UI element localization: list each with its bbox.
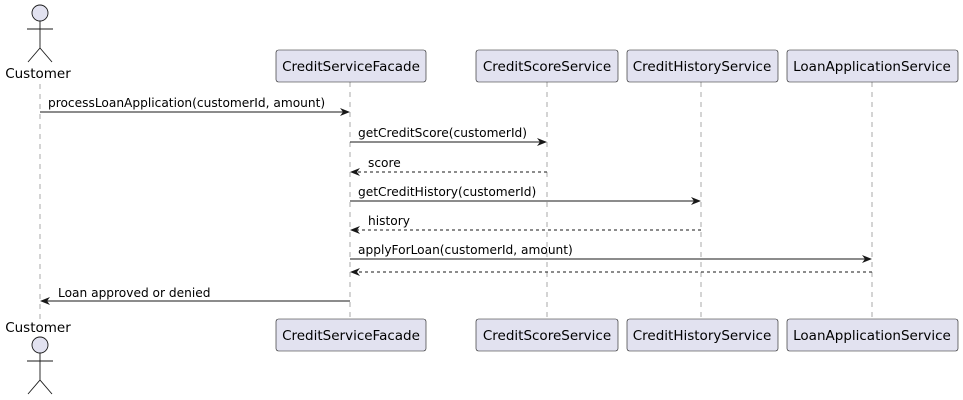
message-return-loan-result (350, 268, 872, 276)
participant-name: CreditHistoryService (633, 328, 772, 344)
actor-customer-top: Customer (5, 4, 71, 82)
message-label: processLoanApplication(customerId, amoun… (48, 96, 325, 110)
arrow-right-icon (537, 138, 547, 146)
message-process-loan-application: processLoanApplication(customerId, amoun… (40, 96, 350, 116)
actor-figure-icon (27, 336, 53, 395)
actor-customer-bottom: Customer (5, 320, 71, 395)
message-label: getCreditScore(customerId) (358, 126, 527, 140)
participant-credit-score-service-bottom: CreditScoreService (475, 318, 619, 352)
arrow-left-icon (40, 297, 50, 305)
participant-credit-service-facade-bottom: CreditServiceFacade (275, 318, 427, 352)
participant-credit-history-service-bottom: CreditHistoryService (626, 318, 779, 352)
message-loan-approved-or-denied: Loan approved or denied (40, 286, 350, 305)
participant-name: LoanApplicationService (793, 59, 951, 75)
participant-name: CreditServiceFacade (282, 59, 420, 75)
participant-name: CreditScoreService (483, 328, 611, 344)
participant-credit-score-service-top: CreditScoreService (475, 49, 619, 83)
arrow-right-icon (340, 108, 350, 116)
participant-credit-service-facade-top: CreditServiceFacade (275, 49, 427, 83)
actor-name: Customer (5, 66, 71, 82)
message-label: Loan approved or denied (58, 286, 210, 300)
participant-loan-application-service-top: LoanApplicationService (786, 49, 959, 83)
message-apply-for-loan: applyForLoan(customerId, amount) (350, 243, 872, 263)
message-label: applyForLoan(customerId, amount) (358, 243, 573, 257)
arrow-left-icon (350, 268, 360, 276)
message-label: history (368, 214, 410, 228)
message-label: score (368, 156, 401, 170)
arrow-right-icon (862, 255, 872, 263)
message-label: getCreditHistory(customerId) (358, 185, 536, 199)
arrow-right-icon (691, 197, 701, 205)
participant-credit-history-service-top: CreditHistoryService (626, 49, 779, 83)
message-get-credit-history: getCreditHistory(customerId) (350, 185, 701, 205)
participant-name: CreditScoreService (483, 59, 611, 75)
message-return-score: score (350, 156, 547, 176)
participant-name: CreditServiceFacade (282, 328, 420, 344)
message-get-credit-score: getCreditScore(customerId) (350, 126, 547, 146)
arrow-left-icon (350, 226, 360, 234)
participant-name: CreditHistoryService (633, 59, 772, 75)
participant-name: LoanApplicationService (793, 328, 951, 344)
arrow-left-icon (350, 168, 360, 176)
actor-figure-icon (27, 4, 53, 63)
message-return-history: history (350, 214, 701, 234)
participant-loan-application-service-bottom: LoanApplicationService (786, 318, 959, 352)
actor-name: Customer (5, 320, 71, 336)
